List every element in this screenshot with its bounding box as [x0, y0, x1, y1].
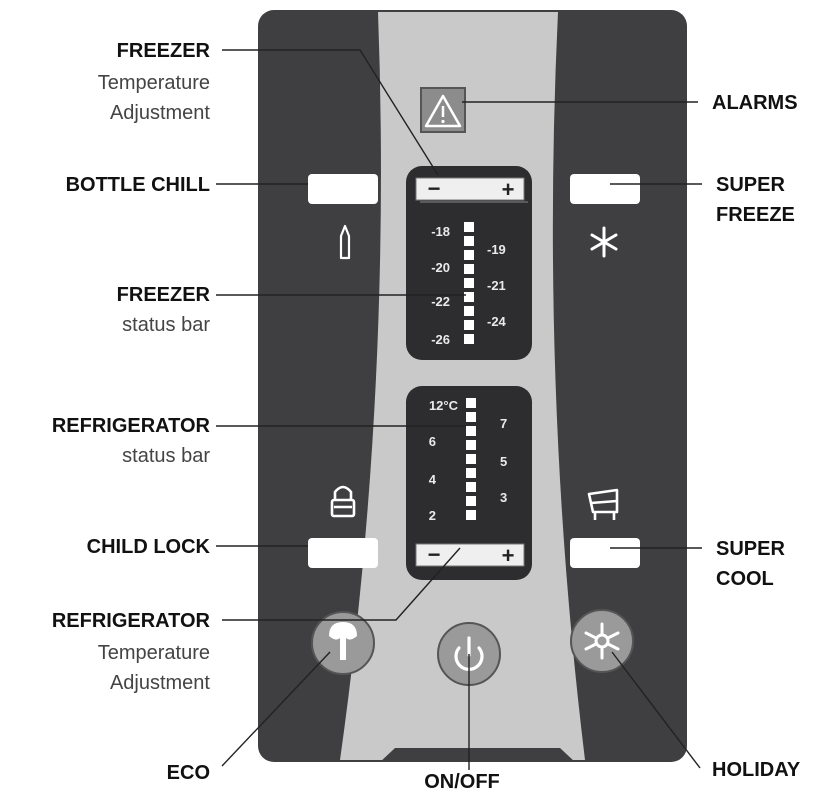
bottle-chill-label: BOTTLE CHILL [66, 174, 210, 196]
fridge-minus-button[interactable]: − [428, 542, 441, 567]
fridge-tick-right-2: 5 [500, 454, 507, 469]
freezer-temp-label: FREEZER [117, 40, 211, 62]
bottle-icon [339, 224, 351, 260]
freezer-tick-left-2: -20 [431, 260, 450, 275]
super-cool-label-1: SUPER [716, 538, 785, 560]
refrigerator-status-label: REFRIGERATOR [52, 415, 211, 437]
eco-button[interactable] [311, 611, 375, 675]
panel-notch [380, 748, 575, 762]
freezer-plus-button[interactable]: + [502, 177, 515, 202]
freezer-minus-button[interactable]: − [428, 176, 441, 201]
fridge-plus-button[interactable]: + [502, 543, 515, 568]
fridge-tick-right-1: 7 [500, 416, 507, 431]
super-freeze-label-2: FREEZE [716, 204, 795, 226]
fridge-tick-left-3: 4 [429, 472, 437, 487]
holiday-label: HOLIDAY [712, 759, 801, 781]
fridge-tick-left-2: 6 [429, 434, 436, 449]
freezer-tick-right-1: -19 [487, 242, 506, 257]
freezer-tick-right-3: -24 [487, 314, 507, 329]
refrigerator-temp-label: REFRIGERATOR [52, 610, 211, 632]
freezer-tick-right-2: -21 [487, 278, 506, 293]
freezer-status-bar [464, 222, 474, 344]
refrigerator-status-sub: status bar [122, 445, 210, 467]
refrigerator-status-bar [466, 398, 476, 520]
alarms-label: ALARMS [712, 92, 798, 114]
freezer-tick-left-4: -26 [431, 332, 450, 347]
leader-lines [216, 49, 702, 770]
sun-icon [584, 622, 620, 660]
freezer-tick-left-3: -22 [431, 294, 450, 309]
child-lock-label: CHILD LOCK [87, 536, 211, 558]
freezer-status-label: FREEZER [117, 284, 211, 306]
holiday-button[interactable] [570, 609, 634, 673]
freezer-display [406, 166, 532, 360]
freezer-adjust-bar[interactable]: − + [415, 176, 528, 203]
on-off-label: ON/OFF [424, 771, 500, 793]
bottle-chill-button[interactable] [308, 174, 378, 204]
freezer-tick-left-1: -18 [431, 224, 450, 239]
freezer-status-sub: status bar [122, 314, 210, 336]
fridge-tick-left-4: 2 [429, 508, 436, 523]
super-cool-button[interactable] [570, 538, 640, 568]
super-cool-label-2: COOL [716, 568, 774, 590]
fridge-tick-right-3: 3 [500, 490, 507, 505]
tree-icon [329, 622, 357, 660]
eco-label: ECO [167, 762, 210, 784]
freezer-temp-sub-1: Temperature [98, 72, 210, 94]
shopping-cart-icon [587, 488, 619, 520]
child-lock-button[interactable] [308, 538, 378, 568]
super-freeze-button[interactable] [570, 174, 640, 204]
fridge-tick-left-1: 12°C [429, 398, 459, 413]
padlock-icon [330, 485, 356, 518]
refrigerator-temp-sub-1: Temperature [98, 642, 210, 664]
super-freeze-label-1: SUPER [716, 174, 785, 196]
refrigerator-temp-sub-2: Adjustment [110, 672, 210, 694]
refrigerator-adjust-bar[interactable]: − + [415, 542, 525, 568]
snowflake-icon [590, 226, 618, 258]
freezer-temp-sub-2: Adjustment [110, 102, 210, 124]
warning-triangle-icon [424, 94, 462, 128]
alarms-button[interactable] [420, 87, 466, 133]
